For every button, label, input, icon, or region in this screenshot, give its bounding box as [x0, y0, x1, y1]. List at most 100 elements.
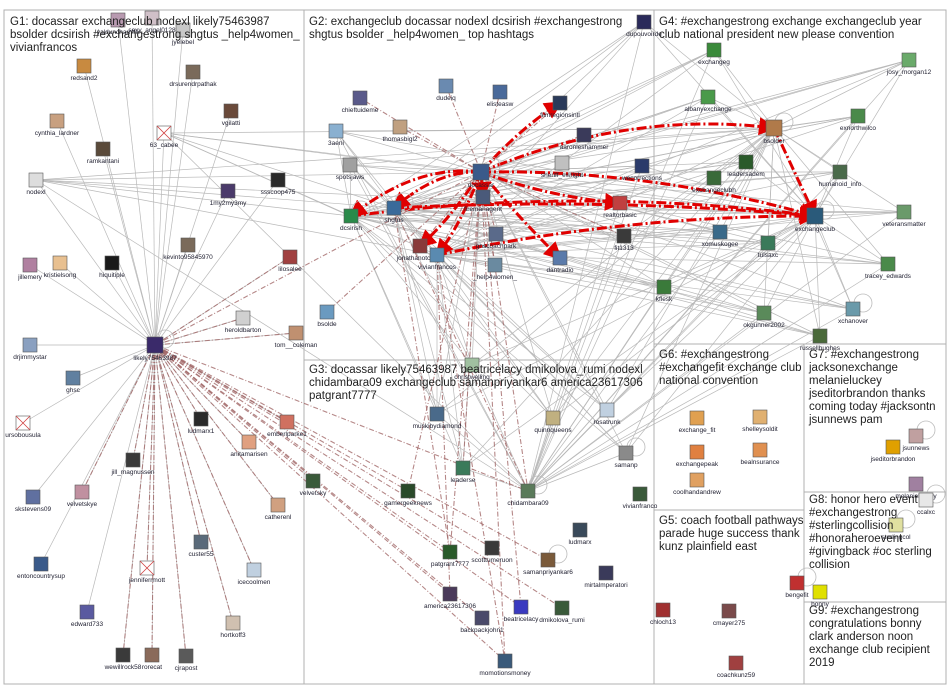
node-quinnqueens[interactable]: quinnqueens	[534, 410, 572, 434]
node-vivianfranco[interactable]: vivianfranco	[623, 486, 658, 510]
node-firemanagent[interactable]: firemanagent	[464, 189, 502, 213]
node-realtorbasic[interactable]: realtorbasic	[603, 195, 638, 219]
node-hiquitiple[interactable]: hiquitiple	[99, 255, 125, 279]
node-docassar[interactable]: docassar	[468, 163, 495, 189]
node-cjrapost[interactable]: cjrapost	[175, 648, 198, 672]
node-anitamarisen[interactable]: anitamarisen	[230, 434, 268, 458]
node-fit1313[interactable]: fit1313	[614, 228, 634, 252]
node-sterlingcol[interactable]: sterlingcol	[881, 517, 911, 541]
node-scotttumeruon[interactable]: scotttumeruon	[471, 540, 513, 564]
node-kflesk[interactable]: kflesk	[656, 279, 673, 303]
node-likely75463987[interactable]: likely75463987	[133, 336, 177, 362]
node-america23617306[interactable]: america23617306	[424, 586, 476, 610]
node-1my2my3my[interactable]: 1my2my3my	[210, 183, 248, 207]
node-chidambara09[interactable]: chidambara09	[507, 483, 549, 507]
node-kevinto95845970[interactable]: kevinto95845970	[163, 237, 213, 261]
node-beatricelacy[interactable]: beatricelacy	[504, 599, 539, 623]
node-ramkantani[interactable]: ramkantani	[87, 141, 119, 165]
node-momotionsmoney[interactable]: momotionsmoney	[479, 653, 531, 677]
node-gamergeeknews[interactable]: gamergeeknews	[384, 483, 433, 507]
node-humanoid_info[interactable]: humanoid_info	[819, 164, 862, 188]
node-jyelebel[interactable]: jyelebel	[171, 22, 195, 46]
node-exchange_fit[interactable]: exchange_fit	[679, 410, 716, 434]
node-ludmarx[interactable]: ludmarx	[568, 522, 592, 546]
node-tom__coleman[interactable]: tom__coleman	[275, 325, 318, 349]
node-velvetskye[interactable]: velvetskye	[67, 484, 98, 508]
node-patgrant7777[interactable]: patgrant7777	[431, 544, 470, 568]
node-okgunner2002[interactable]: okgunner2002	[743, 305, 785, 329]
node-jsunnews[interactable]: jsunnews	[901, 428, 930, 452]
node-yalduncharnife[interactable]: yalduncharnife	[97, 12, 140, 36]
node-ludmarx1[interactable]: ludmarx1	[188, 411, 215, 435]
node-ssscoop475[interactable]: ssscoop475	[261, 172, 296, 196]
node-mirtalmperatori[interactable]: mirtalmperatori	[584, 565, 628, 589]
node-leadersadem[interactable]: leadersadem	[727, 154, 765, 178]
node-backpackjohn1[interactable]: backpackjohn1	[460, 610, 504, 634]
node-wecorrections[interactable]: wecorrections	[621, 158, 663, 182]
node-bsolde[interactable]: bsolde	[317, 304, 337, 328]
node-jseditorbrandon[interactable]: jseditorbrandon	[870, 439, 916, 463]
node-hortkoff3[interactable]: hortkoff3	[220, 615, 246, 639]
node-dantradio[interactable]: dantradio	[546, 250, 574, 274]
node-edward733[interactable]: edward733	[71, 604, 104, 628]
node-skstevens09[interactable]: skstevens09	[15, 489, 52, 513]
node-exnorthwilco[interactable]: exnorthwilco	[840, 108, 877, 132]
node-ghsc[interactable]: ghsc	[65, 370, 81, 394]
node-dupouvoirde[interactable]: dupouvoirde	[626, 14, 662, 38]
node-custer55[interactable]: custer55	[189, 534, 214, 558]
node-spotsjaws[interactable]: spotsjaws	[336, 157, 365, 181]
node-cynthia_lardner[interactable]: cynthia_lardner	[35, 113, 80, 137]
node-bengefit[interactable]: bengefit	[785, 575, 809, 599]
node-samanp[interactable]: samanp	[614, 445, 638, 469]
node-melanieluckey[interactable]: melanieluckey	[895, 476, 937, 500]
node-josy_morgan12[interactable]: josy_morgan12	[886, 52, 932, 76]
node-63_cabee[interactable]: 63_cabee	[150, 125, 179, 149]
node-rosatrunk[interactable]: rosatrunk	[593, 402, 621, 426]
node-shelleysoldit[interactable]: shelleysoldit	[742, 409, 778, 433]
node-emberlparke1[interactable]: emberlparke1	[267, 414, 307, 438]
node-vgilatti[interactable]: vgilatti	[222, 103, 240, 127]
node-samanpriyankar6[interactable]: samanpriyankar6	[523, 552, 573, 576]
node-tracey_edwards[interactable]: tracey_edwards	[865, 256, 912, 280]
node-dudeiq[interactable]: dudeiq	[436, 78, 456, 102]
node-ghscoachpark[interactable]: ghscoachpark	[476, 226, 517, 250]
node-aaronleshammer[interactable]: aaronleshammer	[560, 127, 610, 151]
node-entoncountrysup[interactable]: entoncountrysup	[17, 556, 65, 580]
node-vivianfrancos[interactable]: vivianfrancos	[418, 247, 457, 271]
node-jenniferrmott[interactable]: jenniferrmott	[128, 560, 165, 584]
node-ccalxc[interactable]: ccalxc	[917, 492, 936, 516]
node-coolhandandrew[interactable]: coolhandandrew	[673, 472, 721, 496]
node-exchangeclub[interactable]: exchangeclub	[795, 207, 835, 233]
node-christwelling[interactable]: christwelling	[454, 357, 490, 381]
node-shgtus[interactable]: shgtus	[384, 200, 404, 224]
node-xchanover[interactable]: xchanover	[838, 301, 869, 325]
node-tulsaxc[interactable]: tulsaxc	[758, 235, 779, 259]
node-filmregionsintl[interactable]: filmregionsintl	[540, 95, 580, 119]
node-catherenl[interactable]: catherenl	[265, 497, 292, 521]
node-dcsirish[interactable]: dcsirish	[340, 208, 362, 232]
node-velvetsky[interactable]: velvetsky	[300, 473, 327, 497]
node-jillemery[interactable]: jillemery	[17, 257, 43, 281]
node-sheriff_ewright[interactable]: sheriff_ewright	[541, 155, 583, 179]
node-3aeni[interactable]: 3aeni	[328, 123, 344, 147]
node-wewillrock58[interactable]: wewillrock58	[104, 647, 142, 671]
node-dmikolova_rumi[interactable]: dmikolova_rumi	[539, 600, 585, 624]
node-exchangeclubh[interactable]: exchangeclubh	[692, 170, 736, 194]
node-thomasbigl2[interactable]: thomasbigl2	[382, 119, 418, 143]
node-russellhughes[interactable]: russellhughes	[800, 328, 841, 352]
node-jonathanotcher1[interactable]: jonathanotcher1	[396, 238, 444, 262]
node-bonny[interactable]: bonny	[811, 584, 830, 608]
node-albanyexchange[interactable]: albanyexchange	[684, 89, 732, 113]
node-bealnsurance[interactable]: bealnsurance	[740, 442, 780, 466]
node-exchangeg[interactable]: exchangeg	[698, 42, 730, 66]
node-cmayer275[interactable]: cmayer275	[713, 603, 746, 627]
node-_help4women_[interactable]: _help4women_	[472, 257, 517, 281]
node-ursobousula[interactable]: ursobousula	[5, 415, 41, 439]
node-chieftuideme[interactable]: chieftuideme	[342, 90, 379, 114]
node-jill_magnussen[interactable]: jill_magnussen	[111, 452, 155, 476]
node-icecoolmen[interactable]: icecoolmen	[238, 562, 271, 586]
node-leaderse[interactable]: leaderse	[451, 460, 476, 484]
node-redsand2[interactable]: redsand2	[70, 58, 98, 82]
node-heroldbarton[interactable]: heroldbarton	[225, 310, 262, 334]
node-xomuskogee[interactable]: xomuskogee	[702, 224, 739, 248]
